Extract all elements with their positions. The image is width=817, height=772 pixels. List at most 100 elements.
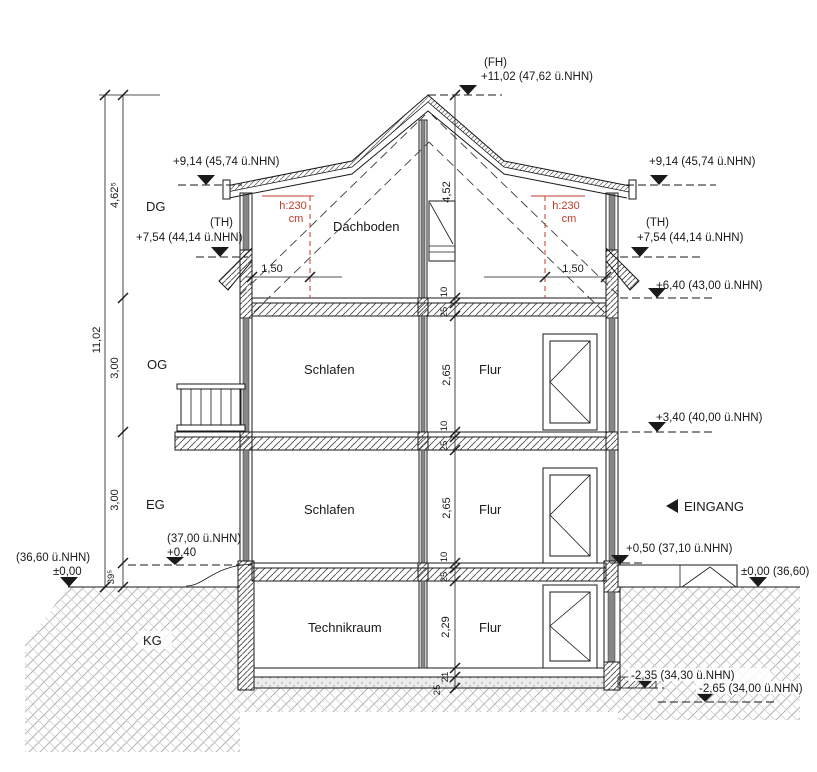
right-dg-window: [608, 192, 616, 251]
room-eg-schlafen: Schlafen: [304, 502, 355, 517]
og-floor-value: +3,40 (40,00 ü.NHN): [656, 412, 763, 424]
th-right-value: +7,54 (44,14 ü.NHN): [637, 232, 744, 244]
fh-value: +11,02 (47,62 ü.NHN): [481, 71, 593, 83]
dim-eg-height: 3,00: [109, 489, 121, 510]
kg-flur-door: [542, 584, 598, 669]
fh-marker: [459, 85, 477, 95]
left-dg-window: [242, 192, 250, 251]
headroom-left-value: h:230: [279, 200, 307, 212]
dim-kg-room: 2,29: [440, 616, 452, 637]
left-eg-window: [242, 449, 250, 562]
entrance-level-value: +0,50 (37,10 ü.NHN): [626, 543, 733, 555]
ridge-right-marker: [650, 175, 668, 185]
og-floor-slab-with-balcony: [174, 431, 607, 451]
ground-left-nhn: (36,60 ü.NHN): [16, 552, 90, 564]
level-annotations: (FH) +11,02 (47,62 ü.NHN) +9,14 (45,74 ü…: [16, 57, 814, 695]
balcony-railing: [176, 383, 246, 432]
left-basement-wall: [237, 560, 255, 691]
attic-floor-value: +6,40 (43,00 ü.NHN): [656, 280, 763, 292]
eg-floor-slab: [251, 562, 607, 582]
interior-wall: [417, 119, 429, 669]
entrance-marker: [611, 555, 629, 565]
ground-right-marker: [749, 577, 767, 587]
dim-screed-eg: 10: [439, 552, 450, 563]
dimension-lines: [104, 95, 612, 690]
dim-kg-slab: 25: [432, 685, 443, 696]
ridge-right-value: +9,14 (45,74 ü.NHN): [649, 156, 756, 168]
room-dachboden: Dachboden: [333, 219, 400, 234]
attic-hatch: [428, 200, 456, 262]
left-wall: [237, 192, 255, 691]
right-wall: [603, 192, 621, 691]
dim-screed-og: 10: [439, 421, 450, 432]
left-og-window: [242, 317, 250, 433]
right-kg-window: [607, 591, 616, 663]
dim-knee-left: 1,50: [261, 263, 282, 275]
dim-og-height: 3,00: [109, 357, 121, 378]
room-technikraum: Technikraum: [308, 620, 382, 635]
kg-level1-value: -2,35 (34,30 ü.NHN): [631, 670, 735, 682]
roof: [218, 94, 640, 291]
fh-tag: (FH): [484, 57, 507, 69]
kg-level2-value: -2,65 (34,00 ü.NHN): [699, 683, 803, 695]
attic-floor-marker: [648, 288, 666, 298]
th-right-tag: (TH): [646, 217, 669, 229]
storey-dg: DG: [146, 199, 166, 214]
dim-knee-right: 1,50: [562, 263, 583, 275]
dim-eg-room: 2,65: [441, 497, 453, 518]
headroom-right-value: h:230: [552, 200, 580, 212]
roof-plane-dashed-lines: [239, 114, 619, 313]
level-markers: [60, 85, 767, 702]
dim-total-height: 11,02: [91, 327, 103, 354]
entrance-steps-symbol: [681, 566, 737, 588]
ground-right-value: ±0,00 (36,60): [741, 566, 809, 578]
room-eg-flur: Flur: [479, 502, 502, 517]
storey-eg: EG: [146, 497, 165, 512]
soil-hatch-right: [618, 587, 800, 720]
entrance-annotation: EINGANG: [666, 499, 744, 514]
th-left-tag: (TH): [210, 217, 233, 229]
right-og-window: [608, 317, 616, 433]
eg-floor-marker: [166, 557, 184, 565]
entrance-arrow-icon: [666, 499, 678, 513]
th-left-value: +7,54 (44,14 ü.NHN): [136, 232, 243, 244]
level-datum-lines: [99, 94, 776, 703]
dim-dg-height: 4,62⁵: [109, 182, 121, 208]
entrance-platform: [617, 564, 738, 588]
og-flur-door: [542, 333, 598, 431]
ridge-left-marker: [197, 175, 215, 185]
room-og-flur: Flur: [479, 362, 502, 377]
kg-level2-marker: [696, 693, 714, 702]
dim-slab-attic: 25: [439, 307, 450, 318]
left-eave-stub: [218, 246, 253, 291]
dim-slab-og: 25: [439, 441, 450, 452]
storey-kg: KG: [143, 633, 162, 648]
ground-left-value: ±0,00: [53, 566, 82, 578]
ground-left-marker: [60, 577, 78, 587]
eg-floor-value: +0,40: [167, 547, 196, 559]
soil-hatch-left: [25, 587, 240, 752]
eg-floor-nhn: (37,00 ü.NHN): [167, 533, 241, 545]
headroom-left-unit: cm: [289, 213, 304, 225]
dim-og-room: 2,65: [441, 364, 453, 385]
eg-flur-door: [542, 467, 598, 564]
right-eave-stub: [605, 246, 640, 291]
ridge-left-value: +9,14 (45,74 ü.NHN): [173, 156, 280, 168]
room-og-schlafen: Schlafen: [304, 362, 355, 377]
dimension-labels: 11,02 4,62⁵ 3,00 3,00 39⁵ 4,52 10 25 2,6…: [91, 181, 584, 695]
storey-og: OG: [147, 357, 167, 372]
room-kg-flur: Flur: [479, 620, 502, 635]
entrance-label: EINGANG: [684, 499, 744, 514]
right-basement-wall-bottom: [603, 661, 621, 691]
og-floor-marker: [648, 422, 666, 432]
dim-roof-height: 4,52: [441, 181, 453, 202]
left-fascia: [222, 179, 231, 200]
kg-level1-marker: [636, 679, 654, 688]
dim-plinth: 39⁵: [106, 570, 117, 585]
headroom-marks: h:230 cm h:230 cm: [262, 195, 585, 298]
soil-hatch-under-building: [238, 688, 618, 712]
right-eg-entrance-door: [608, 449, 616, 562]
dim-slab-eg: 25: [439, 572, 450, 583]
